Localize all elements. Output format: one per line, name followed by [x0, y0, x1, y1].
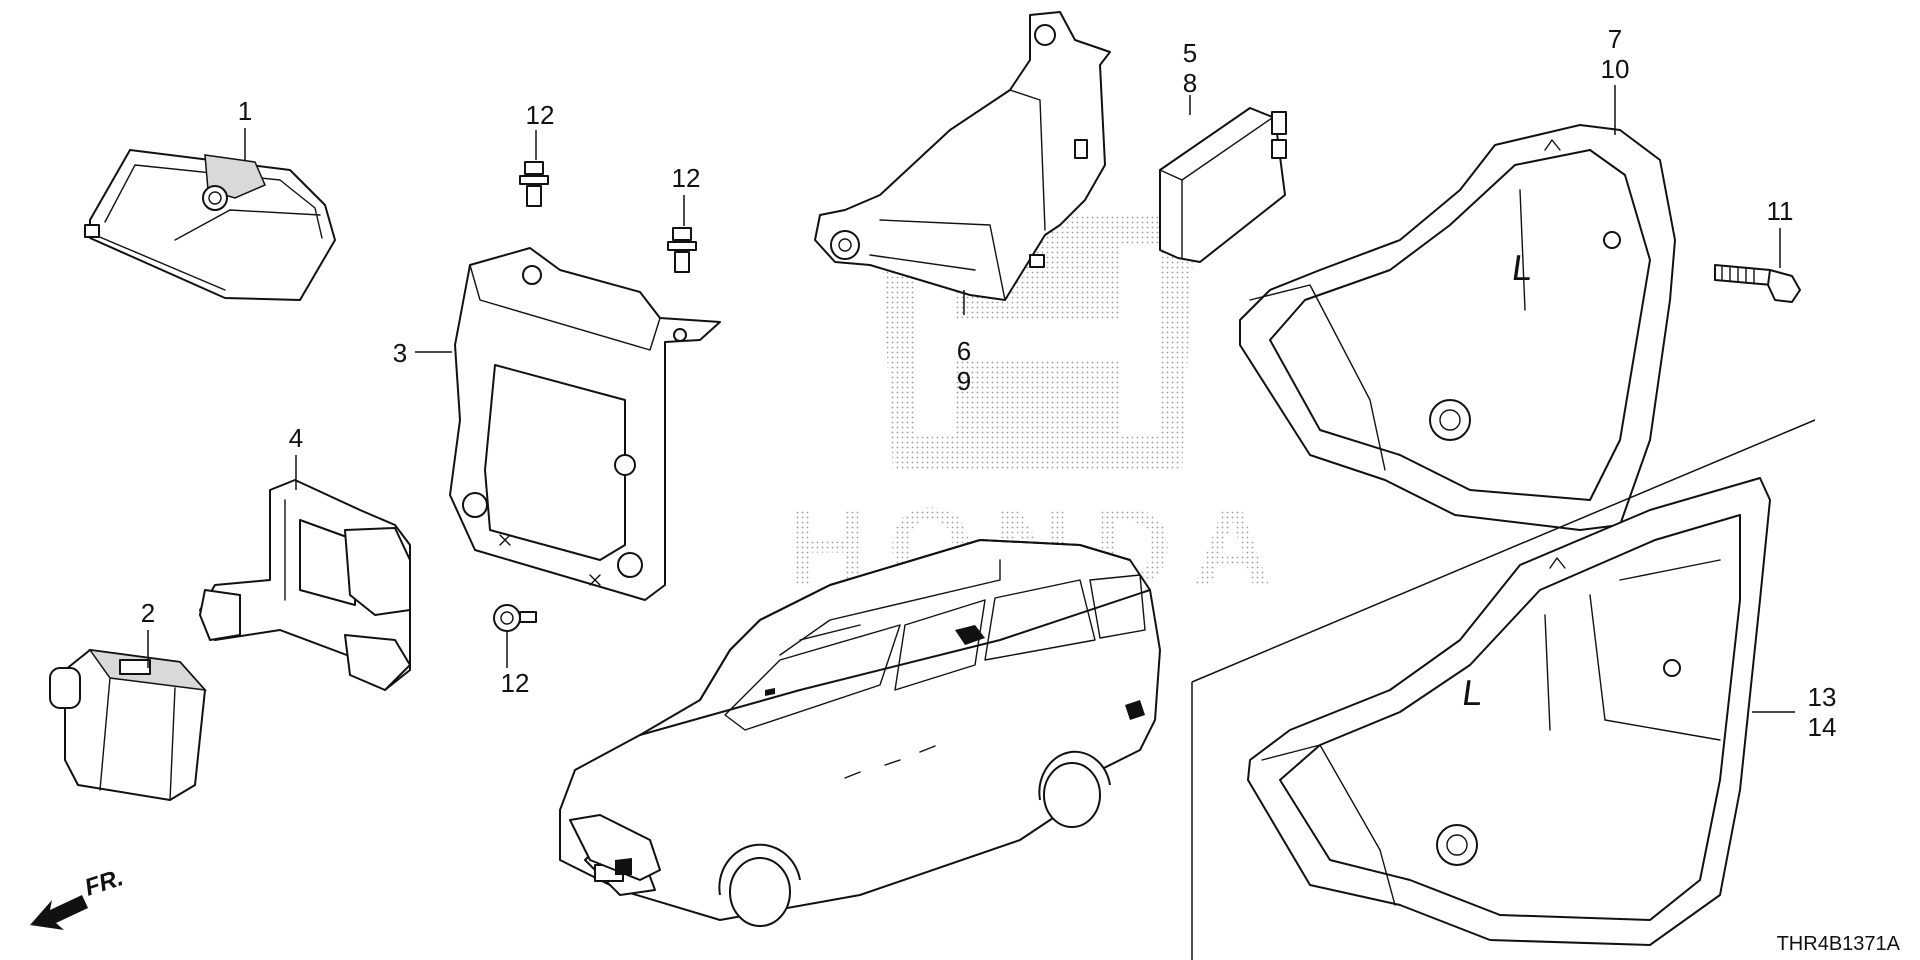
part-label-12-upper-left: 12: [526, 100, 555, 130]
part-label-12-upper-right: 12: [672, 163, 701, 193]
part-7-10-cover-upper: L: [1239, 124, 1676, 531]
front-label: FR.: [82, 864, 127, 902]
part-5-8-module: [1159, 107, 1287, 263]
part-label-7: 7: [1608, 24, 1622, 54]
part-13-14-cover-lower: L: [1247, 477, 1771, 946]
inset-divider: [1191, 419, 1816, 960]
part-12-bolt-b: [667, 227, 697, 273]
front-arrow-icon: [30, 895, 88, 930]
part-label-14: 14: [1808, 712, 1837, 742]
part-label-13: 13: [1808, 682, 1837, 712]
vehicle-minivan-illustration: [559, 539, 1161, 927]
part-11-bolt: [1714, 264, 1801, 303]
part-label-3: 3: [393, 338, 407, 368]
leader-lines: [147, 85, 1795, 713]
part-label-2: 2: [141, 598, 155, 628]
part-3-bracket: [449, 247, 721, 601]
part-2-radar-unit: [49, 649, 207, 801]
part-label-6: 6: [957, 336, 971, 366]
part-label-4: 4: [289, 423, 303, 453]
part-label-8: 8: [1183, 68, 1197, 98]
front-direction-indicator: FR.: [30, 864, 127, 930]
part-4-camera-bracket: [199, 479, 411, 691]
drawing-code: THR4B1371A: [1777, 933, 1901, 955]
part-6-9-sensor-bracket: [814, 11, 1111, 301]
part-label-10: 10: [1601, 54, 1630, 84]
part-1-control-unit: [84, 149, 336, 301]
part-12-bolt-c: [493, 604, 537, 632]
part-label-1: 1: [238, 96, 252, 126]
part-12-bolt-a: [519, 161, 549, 207]
part-label-5: 5: [1183, 38, 1197, 68]
part-label-9: 9: [957, 366, 971, 396]
part-label-12-lower: 12: [501, 668, 530, 698]
part-label-11: 11: [1767, 196, 1794, 226]
part-number-labels: 1 2 3 4 5 8 6 9 7 10 11 12 12 12 13 14: [141, 24, 1837, 742]
